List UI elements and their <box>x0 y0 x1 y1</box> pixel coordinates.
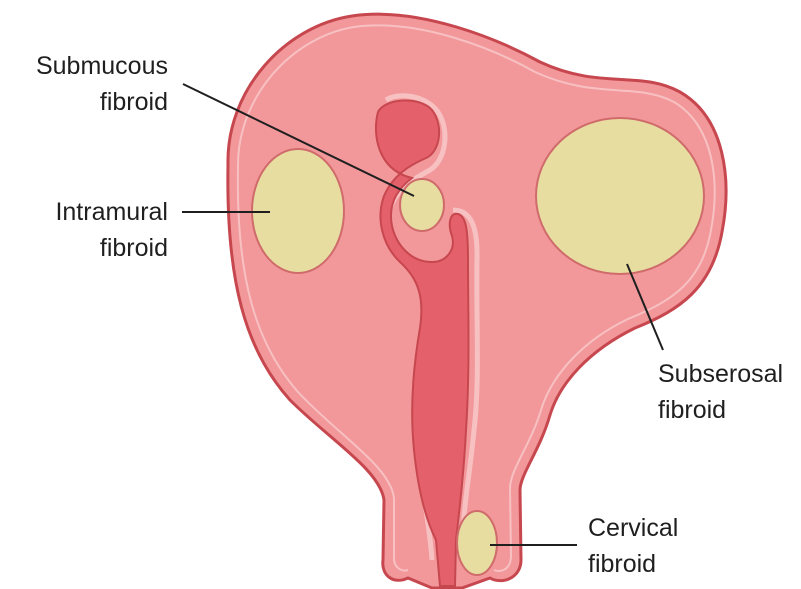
cervical-fibroid <box>457 511 497 575</box>
intramural-label-line1: Intramural <box>8 194 168 230</box>
submucous-fibroid-label: Submucous fibroid <box>8 48 168 120</box>
submucous-label-line1: Submucous <box>8 48 168 84</box>
subserosal-fibroid <box>536 118 704 274</box>
intramural-label-line2: fibroid <box>8 230 168 266</box>
subserosal-label-line1: Subserosal <box>658 356 798 392</box>
intramural-fibroid-label: Intramural fibroid <box>8 194 168 266</box>
cervical-label-line2: fibroid <box>588 546 728 582</box>
subserosal-fibroid-label: Subserosal fibroid <box>658 356 798 428</box>
cervical-label-line1: Cervical <box>588 510 728 546</box>
submucous-label-line2: fibroid <box>8 84 168 120</box>
subserosal-label-line2: fibroid <box>658 392 798 428</box>
cervical-fibroid-label: Cervical fibroid <box>588 510 728 582</box>
submucous-fibroid <box>400 179 444 231</box>
